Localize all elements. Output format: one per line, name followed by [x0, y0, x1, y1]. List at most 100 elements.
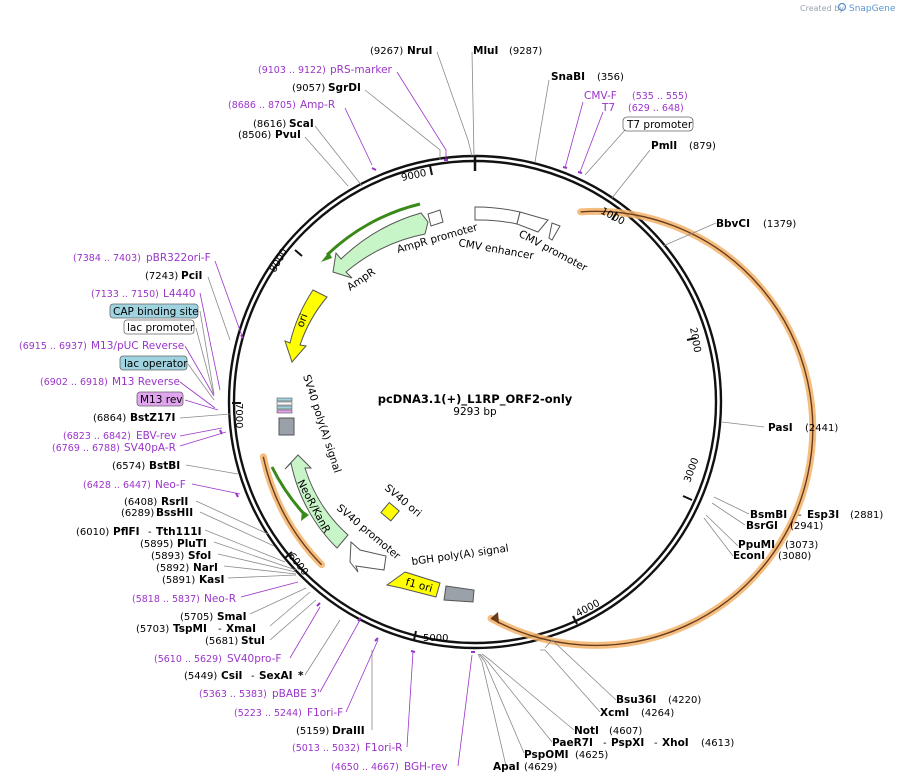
orf2-arrowhead [491, 612, 499, 624]
xhoi-label[interactable]: XhoI [662, 737, 689, 749]
pluti-label[interactable]: PluTI [177, 538, 207, 550]
nrui-label[interactable]: NruI [407, 45, 432, 57]
ori-feature-arrow[interactable] [284, 289, 328, 363]
xmai-label[interactable]: XmaI [226, 623, 256, 635]
f1ori-f-label[interactable]: F1ori-F [307, 707, 343, 719]
noti-label[interactable]: NotI [574, 725, 599, 737]
scai-label[interactable]: ScaI [289, 118, 314, 130]
smai-label[interactable]: SmaI [217, 611, 247, 623]
neo-f-label[interactable]: Neo-F [155, 479, 186, 491]
bstbi-label[interactable]: BstBI [149, 460, 180, 472]
snabi-label[interactable]: SnaBI [551, 71, 585, 83]
bgh-polya-block[interactable] [443, 585, 475, 603]
neo-r-label[interactable]: Neo-R [204, 593, 236, 605]
ampr-feature-arrow[interactable] [332, 212, 429, 279]
bsrgi-label[interactable]: BsrGI [746, 520, 778, 532]
f1ori-r-label[interactable]: F1ori-R [365, 742, 402, 754]
snapgene-branding[interactable]: Created by SnapGene [800, 2, 896, 15]
sv40-promoter-arrow[interactable] [349, 540, 387, 573]
t7-promoter-box[interactable] [622, 116, 694, 132]
cmv-f-label[interactable]: CMV-F [584, 90, 617, 102]
cmv-promoter-block[interactable] [548, 222, 561, 241]
sv40pa-r-label[interactable]: SV40pA-R [124, 442, 176, 454]
plasmid-length: 9293 bp [453, 406, 497, 418]
csii-label[interactable]: CsiI [221, 670, 242, 682]
draiii-position: (5159) [296, 726, 329, 737]
bbvci-label[interactable]: BbvCI [716, 218, 750, 230]
ebv-rev-range: (6823 .. 6842) [63, 431, 131, 442]
cmv-f-range: (535 .. 555) [632, 91, 688, 102]
stui-position: (5681) [205, 636, 238, 647]
sv40-polya-block[interactable] [278, 417, 295, 436]
csii-position: (5449) [184, 671, 217, 682]
paer7i-label[interactable]: PaeR7I [552, 737, 593, 749]
f1ori-r-range: (5013 .. 5032) [292, 743, 360, 754]
econi-label[interactable]: EconI [733, 550, 765, 562]
pspomi-position: (4625) [575, 750, 608, 761]
m13-rev-block[interactable] [276, 409, 293, 414]
sfoi-label[interactable]: SfoI [188, 550, 211, 562]
cap-binding-site-box[interactable] [109, 303, 199, 319]
tth111i-label[interactable]: Tth111I [156, 526, 201, 538]
apai-label[interactable]: ApaI [493, 761, 520, 773]
tspmi-label[interactable]: TspMI [173, 623, 207, 635]
nari-label[interactable]: NarI [193, 562, 218, 574]
mlui-position: (9287) [509, 46, 542, 57]
pbr322ori-f-label[interactable]: pBR322ori-F [146, 252, 211, 264]
sexai-label[interactable]: SexAI [259, 670, 293, 682]
prs-marker-label[interactable]: pRS-marker [330, 64, 393, 76]
orf2-arc[interactable] [490, 210, 814, 647]
m13-puc-reverse-label[interactable]: M13/pUC Reverse [91, 340, 184, 352]
stui-label[interactable]: StuI [241, 635, 265, 647]
pflfi-label[interactable]: PflFI [113, 526, 140, 538]
t7-primer-range: (629 .. 648) [628, 103, 684, 114]
pspomi-label[interactable]: PspOMI [524, 749, 569, 761]
amp-r-range: (8686 .. 8705) [228, 100, 296, 111]
bsshii-label[interactable]: BssHII [156, 507, 193, 519]
rsrii-label[interactable]: RsrII [161, 496, 188, 508]
amp-r-label[interactable]: Amp-R [300, 99, 335, 111]
sgrdi-label[interactable]: SgrDI [328, 82, 361, 94]
mlui-label[interactable]: MluI [473, 45, 498, 57]
t7-primer-label[interactable]: T7 [601, 102, 615, 114]
tspmi-position: (5703) [136, 624, 169, 635]
pspxi-label[interactable]: PspXI [611, 737, 644, 749]
lac-promoter-block[interactable] [276, 401, 293, 406]
cap-binding-site-block[interactable] [276, 397, 293, 402]
neor-feature-arrow[interactable] [284, 454, 349, 549]
cmv-enhancer-block[interactable] [474, 206, 521, 225]
ampr-translation-arrowhead [321, 252, 332, 262]
f1-ori-arrow[interactable] [385, 571, 441, 598]
lac-promoter-box[interactable] [123, 319, 195, 335]
sv40-ori-block[interactable] [380, 501, 400, 522]
m13-reverse-label[interactable]: M13 Reverse [112, 376, 180, 388]
bstz17i-label[interactable]: BstZ17I [130, 412, 175, 424]
bgh-rev-label[interactable]: BGH-rev [404, 761, 448, 773]
bsrgi-position: (2941) [790, 521, 823, 532]
bsmbi-label[interactable]: BsmBI [750, 509, 787, 521]
kasi-label[interactable]: KasI [199, 574, 224, 586]
pcii-label[interactable]: PciI [181, 270, 202, 282]
draiii-label[interactable]: DraIII [332, 725, 365, 737]
esp3i-label[interactable]: Esp3I [807, 509, 839, 521]
prs-marker-range: (9103 .. 9122) [258, 65, 326, 76]
neor-orf-arc[interactable] [262, 456, 323, 566]
l4440-label[interactable]: L4440 [163, 288, 196, 300]
ppumi-label[interactable]: PpuMI [738, 539, 775, 551]
m13-rev-box[interactable] [136, 391, 184, 407]
lac-operator-block[interactable] [276, 405, 293, 410]
ebv-rev-label[interactable]: EBV-rev [136, 430, 177, 442]
sv40pro-f-range: (5610 .. 5629) [154, 654, 222, 665]
ampr-promoter-block[interactable] [427, 209, 444, 227]
bsu36i-label[interactable]: Bsu36I [616, 694, 656, 706]
pbabe3-label[interactable]: pBABE 3' [272, 688, 320, 700]
pasi-label[interactable]: PasI [768, 422, 793, 434]
noti-position: (4607) [609, 726, 642, 737]
pvui-label[interactable]: PvuI [275, 129, 301, 141]
xcmi-label[interactable]: XcmI [600, 707, 629, 719]
tick-label-9000: 9000 [400, 168, 427, 184]
pmli-label[interactable]: PmlI [651, 140, 677, 152]
pcii-position: (7243) [145, 271, 178, 282]
sv40pro-f-label[interactable]: SV40pro-F [227, 653, 281, 665]
lac-operator-box[interactable] [119, 355, 188, 371]
